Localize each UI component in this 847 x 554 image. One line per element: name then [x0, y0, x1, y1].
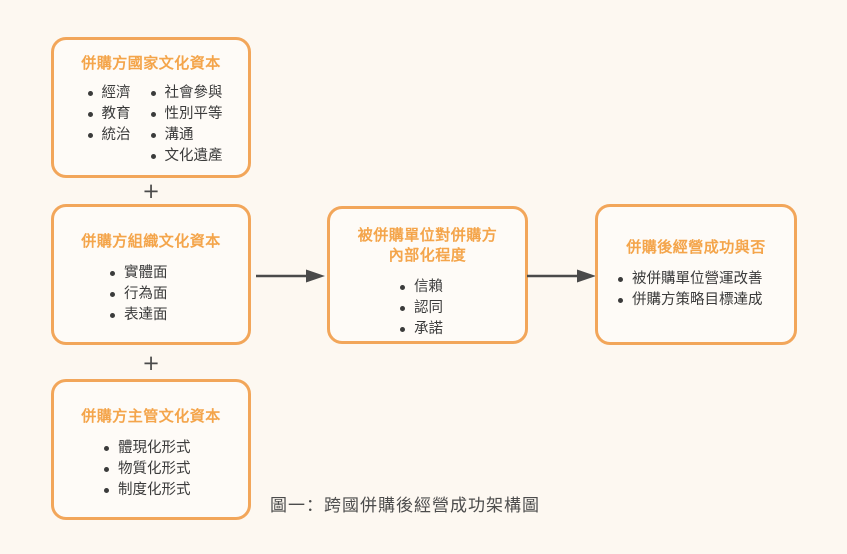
box-executive-culture-capital-title: 併購方主管文化資本	[81, 407, 221, 425]
plus-icon: +	[142, 351, 160, 375]
box-internalization-degree-title: 被併購單位對併購方 內部化程度	[330, 225, 525, 265]
list-item: 制度化形式	[102, 480, 248, 501]
box-organizational-culture-capital: 併購方組織文化資本 實體面 行為面 表達面	[51, 204, 251, 345]
bullet-list-right: 社會參與 性別平等 溝通 文化遺產	[149, 83, 223, 167]
list-item: 承諾	[398, 319, 525, 340]
list-item: 認同	[398, 298, 525, 319]
list-item: 統治	[86, 125, 131, 146]
bullet-list-left: 經濟 教育 統治	[86, 83, 131, 167]
title-line-2: 內部化程度	[388, 246, 467, 264]
list-item: 性別平等	[149, 104, 223, 125]
plus-icon: +	[142, 179, 160, 203]
bullet-list: 信賴 認同 承諾	[330, 277, 525, 340]
list-item: 文化遺產	[149, 146, 223, 167]
list-item: 實體面	[108, 263, 248, 284]
list-item: 體現化形式	[102, 438, 248, 459]
bullet-list: 體現化形式 物質化形式 制度化形式	[54, 438, 248, 501]
list-item: 行為面	[108, 284, 248, 305]
list-item: 物質化形式	[102, 459, 248, 480]
list-item: 信賴	[398, 277, 525, 298]
box-national-culture-capital: 併購方國家文化資本 經濟 教育 統治 社會參與 性別平等 溝通 文化遺產	[51, 37, 251, 178]
list-item: 被併購單位營運改善	[616, 269, 794, 290]
list-item: 溝通	[149, 125, 223, 146]
box-internalization-degree: 被併購單位對併購方 內部化程度 信賴 認同 承諾	[327, 206, 528, 344]
bullet-columns: 經濟 教育 統治 社會參與 性別平等 溝通 文化遺產	[54, 83, 248, 167]
bullet-list: 實體面 行為面 表達面	[54, 263, 248, 326]
figure-caption: 圖一：跨國併購後經營成功架構圖	[270, 496, 540, 516]
list-item: 教育	[86, 104, 131, 125]
box-executive-culture-capital: 併購方主管文化資本 體現化形式 物質化形式 制度化形式	[51, 379, 251, 520]
box-post-merger-success: 併購後經營成功與否 被併購單位營運改善 併購方策略目標達成	[595, 204, 797, 345]
bullet-list: 被併購單位營運改善 併購方策略目標達成	[598, 269, 794, 311]
box-national-culture-capital-title: 併購方國家文化資本	[81, 54, 221, 72]
arrow-internalization-to-success-icon	[527, 269, 596, 283]
box-post-merger-success-title: 併購後經營成功與否	[626, 238, 766, 256]
list-item: 表達面	[108, 305, 248, 326]
box-organizational-culture-capital-title: 併購方組織文化資本	[81, 232, 221, 250]
list-item: 社會參與	[149, 83, 223, 104]
list-item: 併購方策略目標達成	[616, 290, 794, 311]
list-item: 經濟	[86, 83, 131, 104]
title-line-1: 被併購單位對併購方	[357, 226, 498, 244]
arrow-org-to-internalization-icon	[256, 269, 325, 283]
